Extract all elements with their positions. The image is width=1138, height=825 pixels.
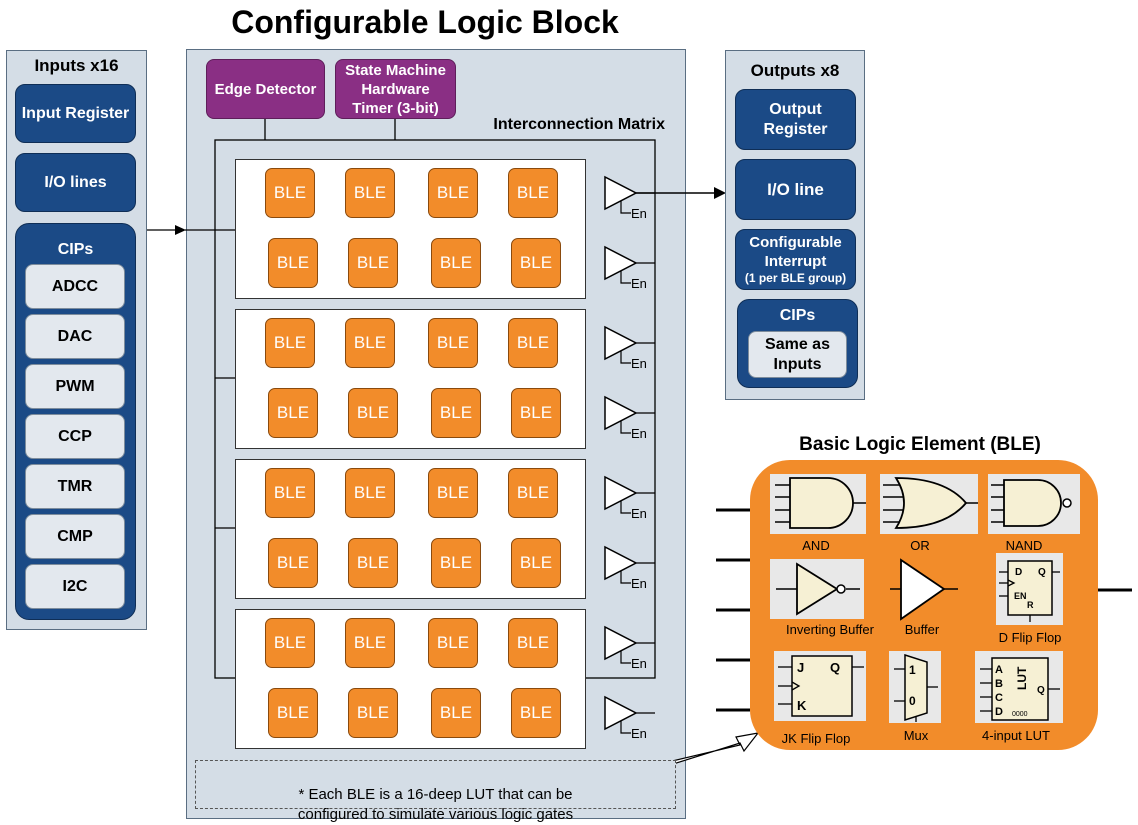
state-machine-timer-box: State Machine Hardware Timer (3-bit) xyxy=(335,59,456,119)
interrupt-label: Configurable Interrupt xyxy=(749,234,842,270)
lut-d-text: D xyxy=(995,706,1003,718)
ble-block: BLE xyxy=(511,238,561,288)
inverting-buffer-icon xyxy=(770,559,864,619)
edge-detector-box: Edge Detector xyxy=(206,59,325,119)
lut4-icon: A B C D Q 0000 LUT xyxy=(975,651,1063,723)
ble-block: BLE xyxy=(511,538,561,588)
ble-block: BLE xyxy=(428,468,478,518)
outputs-title: Outputs x8 xyxy=(750,61,840,80)
inputs-title: Inputs x16 xyxy=(34,56,119,75)
output-cips-same-label: Same as Inputs xyxy=(765,335,830,373)
or-label: OR xyxy=(910,538,930,553)
ble-block: BLE xyxy=(348,688,398,738)
ble-block: BLE xyxy=(428,168,478,218)
ble-block: BLE xyxy=(511,688,561,738)
lut-bits-text: 0000 xyxy=(1012,711,1028,718)
buffer-icon xyxy=(890,558,958,621)
ble-block: BLE xyxy=(511,388,561,438)
nand-label: NAND xyxy=(1005,538,1043,553)
ble-footnote-text: * Each BLE is a 16-deep LUT that can be … xyxy=(297,786,574,823)
d-flip-flop-icon: D Q EN R xyxy=(996,553,1063,625)
configurable-interrupt-box: Configurable Interrupt (1 per BLE group) xyxy=(735,229,856,290)
jk-flip-flop-icon: J Q K xyxy=(774,651,866,721)
mux-icon: 1 0 xyxy=(889,651,941,723)
mux-label: Mux xyxy=(903,728,929,743)
input-cip-item: PWM xyxy=(25,364,125,409)
input-cip-item: TMR xyxy=(25,464,125,509)
ble-block: BLE xyxy=(268,688,318,738)
input-cip-item: CCP xyxy=(25,414,125,459)
nand-gate-icon xyxy=(988,474,1080,534)
input-cip-item: DAC xyxy=(25,314,125,359)
ble-block: BLE xyxy=(268,388,318,438)
ble-block: BLE xyxy=(508,468,558,518)
input-cip-item: CMP xyxy=(25,514,125,559)
output-register-box: Output Register xyxy=(735,89,856,150)
ble-block: BLE xyxy=(348,238,398,288)
lut-a-text: A xyxy=(995,664,1003,676)
ble-block: BLE xyxy=(265,618,315,668)
lut-text: LUT xyxy=(1015,666,1029,690)
ble-block: BLE xyxy=(345,618,395,668)
io-lines-box: I/O lines xyxy=(15,153,136,212)
lut-q-text: Q xyxy=(1037,685,1045,696)
lut4-label: 4-input LUT xyxy=(982,728,1050,743)
ble-detail-title: Basic Logic Element (BLE) xyxy=(799,434,1041,455)
dff-d-text: D xyxy=(1015,567,1022,578)
dff-q-text: Q xyxy=(1038,567,1046,578)
interrupt-sublabel: (1 per BLE group) xyxy=(744,271,847,285)
ble-footnote: * Each BLE is a 16-deep LUT that can be … xyxy=(195,760,676,823)
ble-block: BLE xyxy=(431,388,481,438)
jkff-q-text: Q xyxy=(830,660,840,675)
ble-block: BLE xyxy=(428,318,478,368)
lut-b-text: B xyxy=(995,678,1003,690)
buffer-label: Buffer xyxy=(904,622,940,637)
ble-block: BLE xyxy=(431,538,481,588)
io-line-box: I/O line xyxy=(735,159,856,220)
ble-block: BLE xyxy=(348,388,398,438)
dff-en-text: EN xyxy=(1014,591,1027,601)
and-label: AND xyxy=(802,538,830,553)
input-cip-item: ADCC xyxy=(25,264,125,309)
mux-0-text: 0 xyxy=(909,694,916,708)
and-gate-icon xyxy=(770,474,866,534)
lut-c-text: C xyxy=(995,692,1003,704)
output-cips-same: Same as Inputs xyxy=(748,331,847,378)
ble-block: BLE xyxy=(345,468,395,518)
input-cips-title: CIPs xyxy=(57,241,94,258)
ble-block: BLE xyxy=(265,318,315,368)
inverting-buffer-label: Inverting Buffer xyxy=(786,622,874,637)
ble-block: BLE xyxy=(265,468,315,518)
interconnect-label: Interconnection Matrix xyxy=(493,116,665,133)
ble-block: BLE xyxy=(268,238,318,288)
ble-block: BLE xyxy=(345,168,395,218)
output-register-label: Output Register xyxy=(763,100,828,138)
d-flip-flop-label: D Flip Flop xyxy=(998,630,1062,645)
or-gate-icon xyxy=(880,474,978,534)
jkff-k-text: K xyxy=(797,698,807,713)
ble-detail-pins xyxy=(716,508,1132,712)
ble-block: BLE xyxy=(265,168,315,218)
ble-block: BLE xyxy=(508,318,558,368)
ble-block: BLE xyxy=(431,238,481,288)
output-cips-title: CIPs xyxy=(779,307,816,324)
ble-block: BLE xyxy=(268,538,318,588)
jk-flip-flop-label: JK Flip Flop xyxy=(781,731,851,746)
ble-block: BLE xyxy=(348,538,398,588)
mux-1-text: 1 xyxy=(909,663,916,677)
ble-block: BLE xyxy=(428,618,478,668)
jkff-j-text: J xyxy=(797,660,804,675)
ble-block: BLE xyxy=(345,318,395,368)
dff-r-text: R xyxy=(1027,600,1034,610)
state-machine-timer-label: State Machine Hardware Timer (3-bit) xyxy=(345,61,446,117)
ble-block: BLE xyxy=(508,618,558,668)
ble-block: BLE xyxy=(508,168,558,218)
input-cip-item: I2C xyxy=(25,564,125,609)
ble-block: BLE xyxy=(431,688,481,738)
input-register-box: Input Register xyxy=(15,84,136,143)
diagram-title: Configurable Logic Block xyxy=(231,4,619,40)
